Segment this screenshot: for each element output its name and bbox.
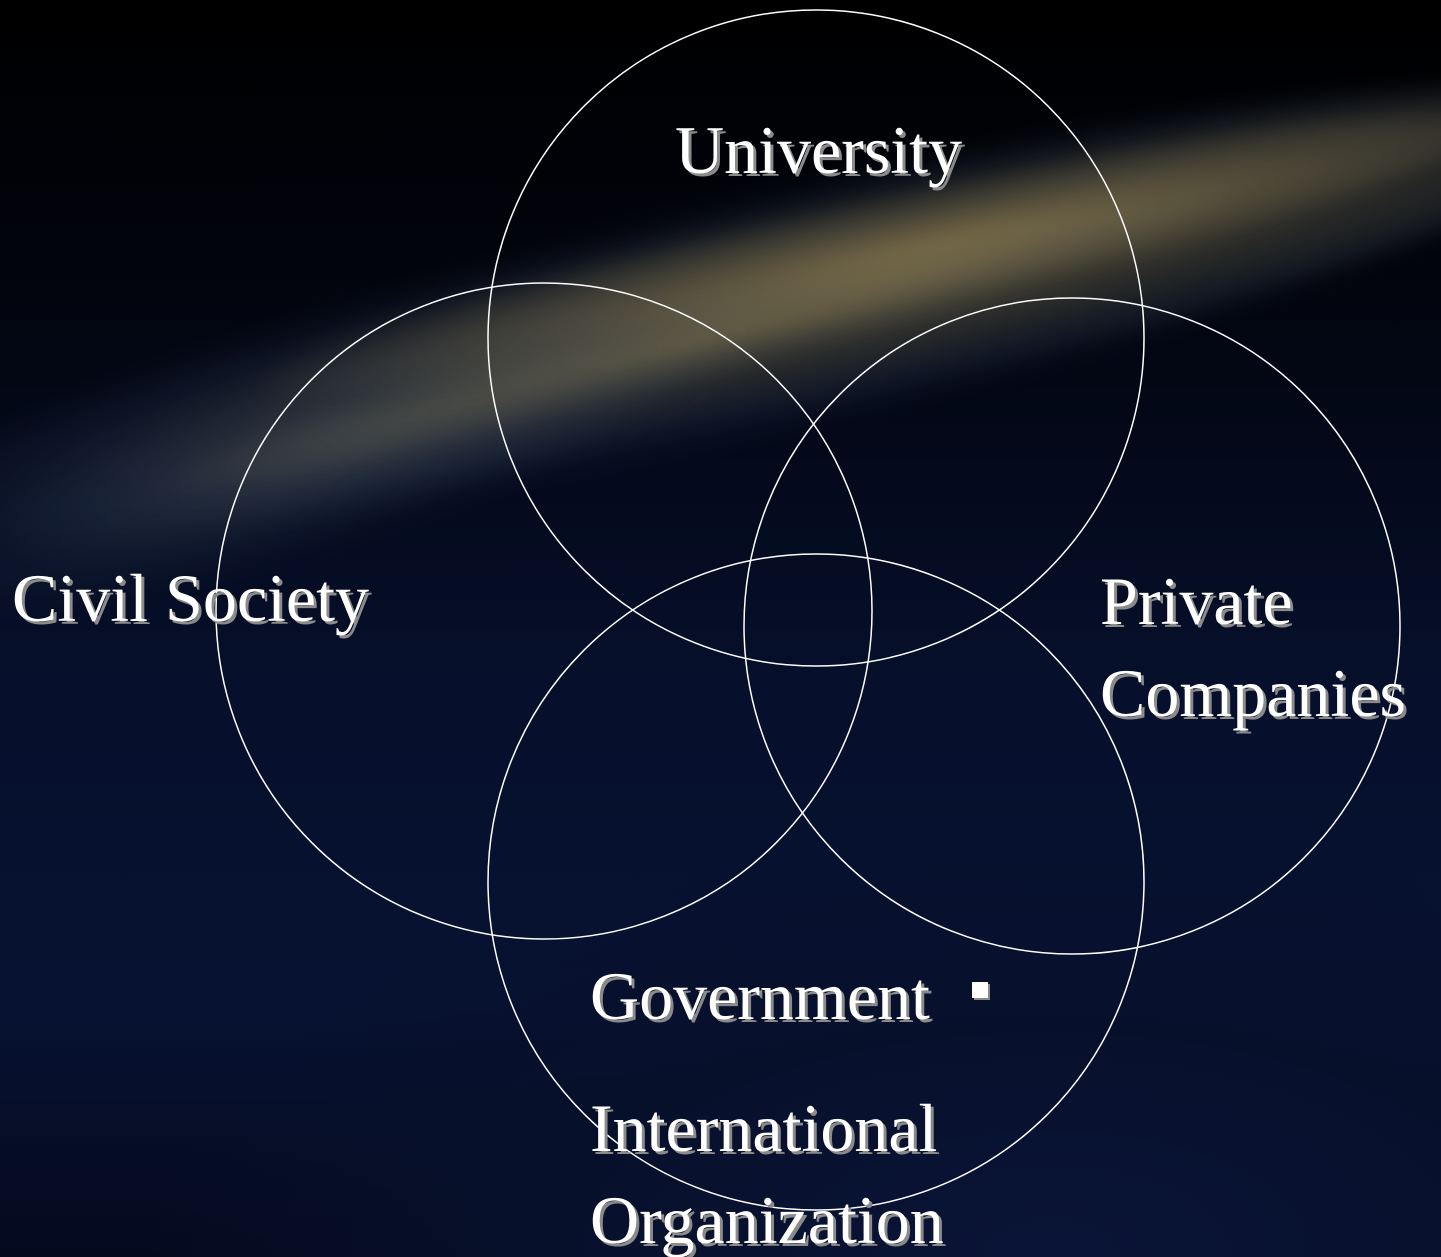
government-label: Government — [590, 958, 930, 1034]
square-bullet-icon — [972, 982, 988, 998]
government-circle — [487, 553, 1145, 1211]
civil-society-label: Civil Society — [12, 560, 369, 636]
private-companies-label: Private Companies — [1100, 563, 1406, 731]
university-circle — [487, 9, 1145, 667]
international-organization-label: International Organization — [590, 1090, 944, 1257]
university-label: University — [675, 112, 963, 188]
private-companies-circle — [743, 297, 1401, 955]
civil-society-circle — [215, 282, 873, 940]
